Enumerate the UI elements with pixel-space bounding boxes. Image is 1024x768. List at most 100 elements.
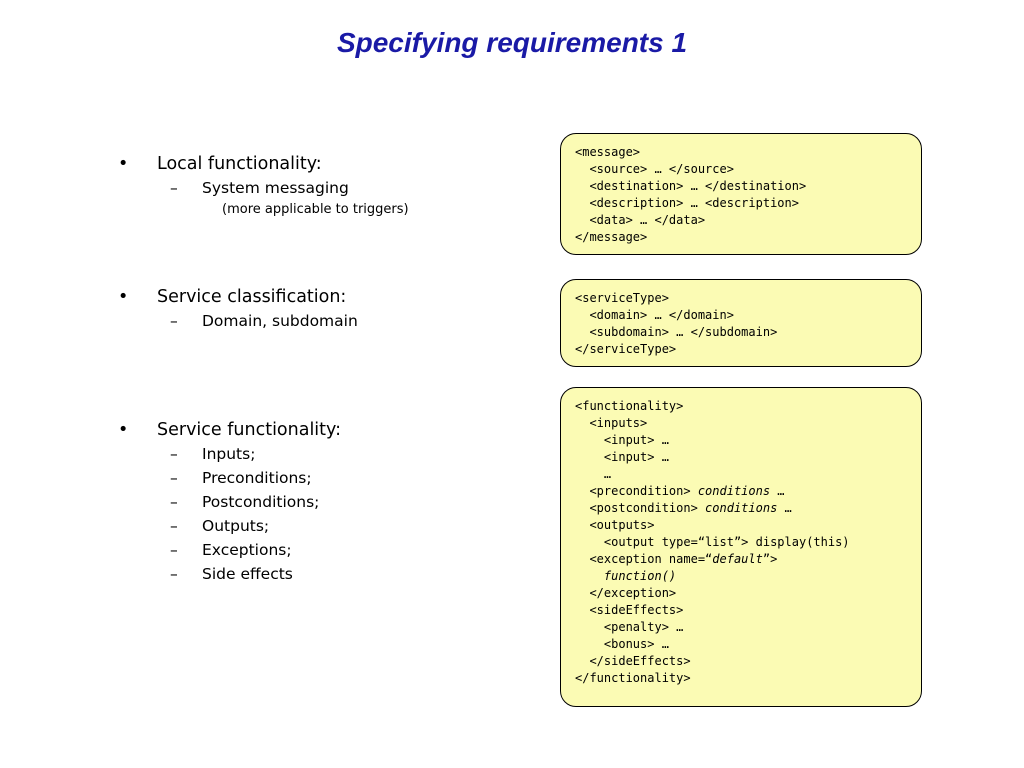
sub-item: – Preconditions; (170, 466, 341, 490)
sub-item-text: Domain, subdomain (202, 312, 358, 330)
code-line: <message> (575, 144, 921, 161)
code-placeholder: conditions (697, 484, 771, 498)
sub-item-text: System messaging (202, 179, 349, 197)
section-local-functionality: •Local functionality: –System messaging … (118, 152, 409, 220)
code-line: <data> … </data> (575, 212, 921, 229)
code-line: <postcondition> conditions … (575, 500, 921, 517)
code-line: <functionality> (575, 398, 921, 415)
dash-marker: – (170, 179, 178, 197)
code-text: </functionality> (575, 671, 691, 685)
bullet-marker: • (118, 287, 129, 307)
code-text: </sideEffects> (575, 654, 691, 668)
sub-item-text: Outputs; (202, 517, 270, 535)
code-line: </exception> (575, 585, 921, 602)
dash-marker: – (170, 493, 178, 511)
code-text: <output type=“list”> display(this) (575, 535, 850, 549)
code-line: <destination> … </destination> (575, 178, 921, 195)
code-text: <sideEffects> (575, 603, 684, 617)
code-text (575, 569, 604, 583)
dash-marker: – (170, 312, 178, 330)
code-text: … (575, 467, 612, 481)
code-text: <input> … (575, 433, 669, 447)
code-text: ”> (762, 552, 778, 566)
code-line: </functionality> (575, 670, 921, 687)
functionality-xml-box: <functionality> <inputs> <input> … <inpu… (560, 387, 922, 707)
page-title: Specifying requirements 1 (336, 27, 688, 58)
sub-item: – Postconditions; (170, 490, 341, 514)
sub-item-text: Postconditions; (202, 493, 320, 511)
code-line: <outputs> (575, 517, 921, 534)
message-xml-box: <message> <source> … </source> <destinat… (560, 133, 922, 255)
bullet-heading: Service classification: (157, 287, 347, 307)
section-service-classification: • Service classification: – Domain, subdom… (118, 285, 358, 333)
sub-item: – System messaging (170, 176, 409, 200)
sub-item: – Side effects (170, 562, 341, 586)
sub-item: – Exceptions; (170, 538, 341, 562)
code-text: </exception> (575, 586, 677, 600)
code-text: <penalty> … (575, 620, 684, 634)
code-text: <bonus> … (575, 637, 669, 651)
code-line: … (575, 466, 921, 483)
code-line: <output type=“list”> display(this) (575, 534, 921, 551)
code-line: <inputs> (575, 415, 921, 432)
code-line: <sideEffects> (575, 602, 921, 619)
code-line: <input> … (575, 432, 921, 449)
code-line: </sideEffects> (575, 653, 921, 670)
code-text: <precondition> (575, 484, 698, 498)
code-text: … (770, 484, 785, 498)
code-text: <description> … <description> (575, 196, 799, 210)
code-placeholder: function() (603, 569, 677, 583)
bullet-item: • Local functionality: (118, 152, 409, 176)
sub-item: – Outputs; (170, 514, 341, 538)
code-line: <domain> … </domain> (575, 307, 921, 324)
bullet-item: • Service functionality: (118, 418, 341, 442)
dash-marker: – (170, 469, 178, 487)
code-line: <subdomain> … </subdomain> (575, 324, 921, 341)
code-text: <subdomain> … </subdomain> (575, 325, 778, 339)
bullet-marker: • (118, 154, 129, 174)
dash-marker: – (170, 565, 178, 583)
servicetype-xml-box: <serviceType> <domain> … </domain> <subd… (560, 279, 922, 367)
code-line: </message> (575, 229, 921, 246)
code-text: <serviceType> (575, 291, 669, 305)
code-text: <destination> … </destination> (575, 179, 807, 193)
code-line: <bonus> … (575, 636, 921, 653)
code-text: </message> (575, 230, 648, 244)
code-line: <serviceType> (575, 290, 921, 307)
code-text: <source> … </source> (575, 162, 734, 176)
code-placeholder: default (712, 552, 763, 566)
section-service-functionality: • Service functionality: – Inputs; – Precon… (118, 418, 341, 586)
code-line: <exception name=“default”> (575, 551, 921, 568)
dash-marker: – (170, 541, 178, 559)
sub-item-text: Inputs; (202, 445, 256, 463)
dash-marker: – (170, 517, 178, 535)
code-text: <message> (575, 145, 641, 159)
code-text: </serviceType> (575, 342, 677, 356)
dash-marker: – (170, 445, 178, 463)
sub-item: – Inputs; (170, 442, 341, 466)
code-line: </serviceType> (575, 341, 921, 358)
bullet-heading: Local functionality: (157, 154, 322, 174)
sub-item: – Domain, subdomain (170, 309, 358, 333)
sub-item-text: Exceptions; (202, 541, 292, 559)
code-line: <precondition> conditions … (575, 483, 921, 500)
code-text: … (777, 501, 792, 515)
bullet-item: • Service classification: (118, 285, 358, 309)
code-line: <penalty> … (575, 619, 921, 636)
code-line: <source> … </source> (575, 161, 921, 178)
code-text: <outputs> (575, 518, 655, 532)
code-placeholder: conditions (705, 501, 778, 515)
code-text: <data> … </data> (575, 213, 706, 227)
sub-item-text: Side effects (202, 565, 293, 583)
sub-item-note: (more applicable to triggers) (222, 202, 409, 217)
code-text: <inputs> (575, 416, 648, 430)
code-text: <domain> … </domain> (575, 308, 734, 322)
sub-item-text: Preconditions; (202, 469, 312, 487)
bullet-marker: • (118, 420, 129, 440)
code-text: <functionality> (575, 399, 684, 413)
code-line: <description> … <description> (575, 195, 921, 212)
bullet-heading: Service functionality: (157, 420, 342, 440)
code-text: <postcondition> (575, 501, 706, 515)
code-line: <input> … (575, 449, 921, 466)
code-text: <exception name=“ (575, 552, 713, 566)
